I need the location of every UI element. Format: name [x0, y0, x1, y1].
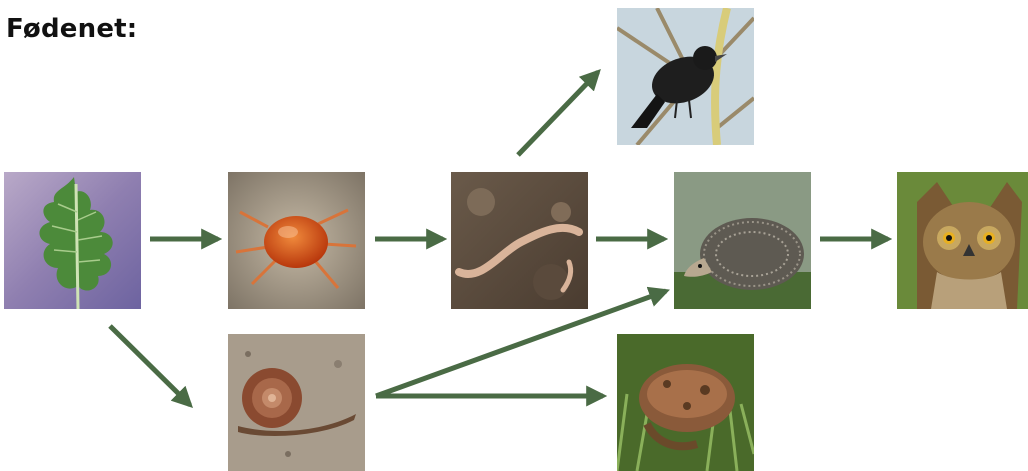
arrow-worm-to-bird	[518, 72, 598, 155]
earthworm-image	[451, 172, 588, 309]
frog-image	[617, 334, 754, 471]
blackbird-image	[617, 8, 754, 145]
oak-leaf-image	[4, 172, 141, 309]
snail-image	[228, 334, 365, 471]
arrow-leaf-to-snail	[110, 326, 190, 405]
hedgehog-image	[674, 172, 811, 309]
red-mite-image	[228, 172, 365, 309]
owl-image	[897, 172, 1028, 309]
